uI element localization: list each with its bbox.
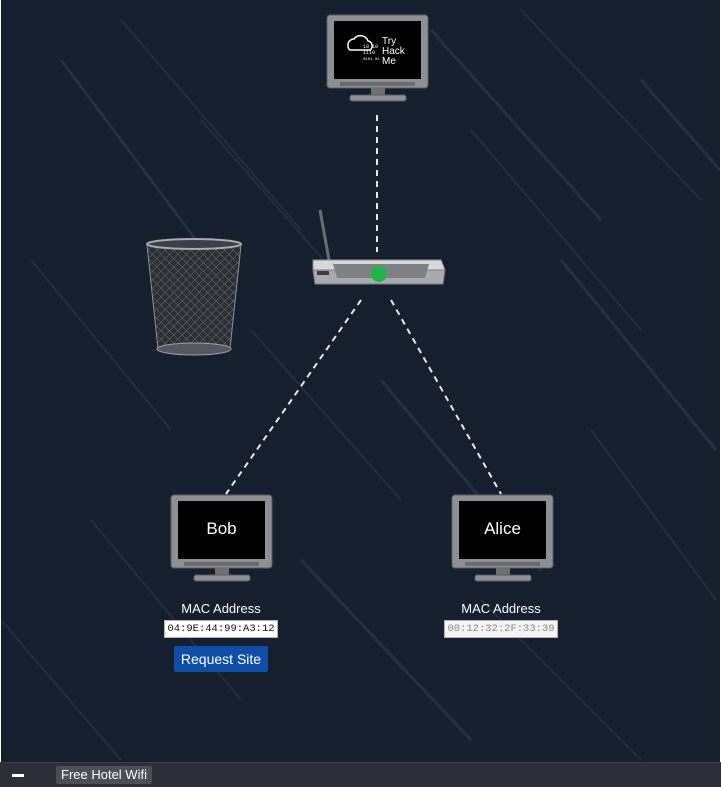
monitor-icon	[451, 494, 554, 582]
trash-can-icon[interactable]	[144, 237, 244, 361]
bob-mac-label: MAC Address	[181, 601, 261, 616]
alice-monitor[interactable]: Alice	[451, 494, 554, 584]
request-site-button[interactable]: Request Site	[173, 646, 269, 672]
router-status-light	[371, 266, 387, 282]
monitor-icon	[170, 494, 273, 582]
monitor-icon	[326, 14, 429, 102]
svg-text:0101 01: 0101 01	[363, 58, 380, 62]
taskbar-window-tab[interactable]: Free Hotel Wifi	[56, 766, 152, 784]
background-streak	[429, 28, 603, 222]
svg-text:10 10: 10 10	[363, 44, 378, 50]
bob-monitor[interactable]: Bob	[170, 494, 273, 584]
minimize-icon[interactable]	[12, 769, 26, 781]
server-monitor[interactable]: 10 10 1110 0101 01 Try Hack Me	[326, 14, 429, 104]
alice-mac-label: MAC Address	[461, 601, 541, 616]
background-streak	[250, 329, 402, 501]
background-streak	[120, 19, 302, 231]
bob-name-label: Bob	[206, 519, 237, 538]
background-streak	[470, 129, 642, 331]
bob-mac-input[interactable]	[164, 620, 278, 638]
svg-text:1110: 1110	[363, 50, 375, 56]
background-streak	[299, 558, 473, 742]
logo-line-3: Me	[382, 56, 396, 67]
tryhackme-logo-icon: 10 10 1110 0101 01 Try Hack Me	[347, 35, 406, 67]
background-streak	[200, 119, 342, 281]
bob-mac-panel: MAC Address Request Site	[151, 601, 291, 672]
taskbar: Free Hotel Wifi	[0, 762, 721, 787]
background-streak	[59, 59, 213, 261]
background-streak	[520, 9, 702, 201]
alice-mac-panel: MAC Address	[431, 601, 571, 638]
logo-line-2: Hack	[382, 46, 406, 57]
background-streak	[590, 429, 717, 601]
link-router-bob	[225, 299, 362, 495]
network-canvas: 10 10 1110 0101 01 Try Hack Me	[1, 0, 720, 762]
background-streak	[1, 619, 122, 761]
link-router-alice	[390, 299, 502, 495]
background-streak	[559, 259, 718, 451]
alice-mac-input	[444, 620, 558, 638]
network-links	[225, 115, 502, 495]
background-streak	[639, 79, 720, 171]
logo-line-1: Try	[382, 36, 396, 47]
background-streak	[30, 259, 172, 431]
alice-name-label: Alice	[484, 519, 521, 538]
router-icon[interactable]	[309, 208, 449, 288]
